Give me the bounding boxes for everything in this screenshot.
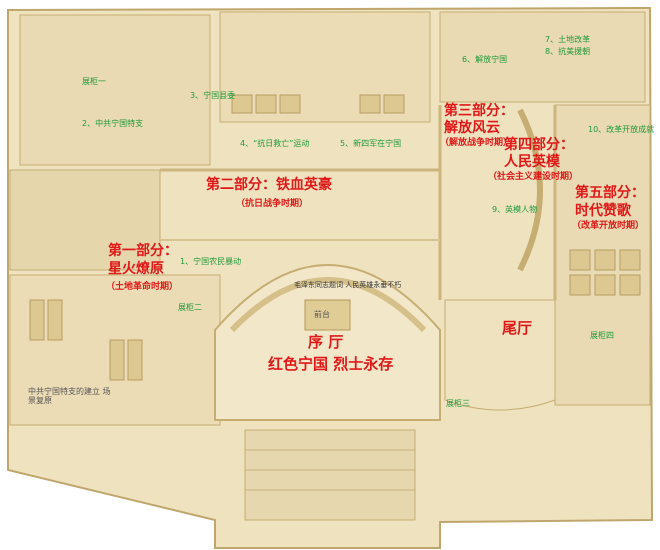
wall-b-label: 展柜二 bbox=[178, 303, 202, 312]
entrance-slogan: 红色宁国 烈士永存 bbox=[268, 355, 394, 373]
item3-label: 3、宁国县委 bbox=[190, 91, 236, 100]
tail-hall-label: 尾厅 bbox=[502, 319, 533, 337]
entrance-hall-shape bbox=[214, 264, 441, 421]
part1-title: 第一部分： bbox=[108, 243, 178, 259]
part1-period: （土地革命时期） bbox=[106, 282, 179, 292]
item9-label: 9、英模人物 bbox=[492, 205, 538, 214]
scene-label: 中共宁国特支的建立 场景复原 bbox=[28, 387, 111, 405]
part4-period: （社会主义建设时期） bbox=[488, 172, 579, 182]
part1-name: 星火燎原 bbox=[108, 261, 164, 277]
part5-name: 时代赞歌 bbox=[575, 203, 631, 219]
room-top-left bbox=[19, 14, 211, 166]
item5-label: 5、新四军在宁国 bbox=[340, 139, 402, 148]
part2-title: 第二部分：铁血英豪 bbox=[206, 177, 332, 193]
entrance-steps bbox=[244, 429, 416, 521]
tail-hall-shape bbox=[444, 299, 556, 411]
item10-label: 10、改革开放成就 bbox=[588, 125, 655, 134]
entrance-hall-label: 序 厅 bbox=[308, 333, 344, 351]
item7-label: 7、土地改革 bbox=[545, 35, 591, 44]
part4-title: 第四部分： bbox=[504, 137, 574, 153]
item8-label: 8、抗美援朝 bbox=[545, 47, 591, 56]
item6-label: 6、解放宁国 bbox=[462, 55, 508, 64]
part3-name: 解放风云 bbox=[444, 120, 500, 136]
item2-label: 2、中共宁国特支 bbox=[82, 119, 144, 128]
wall-a-label: 展柜一 bbox=[82, 77, 106, 86]
entrance-arc bbox=[229, 277, 427, 333]
part3-period: （解放战争时期） bbox=[440, 138, 513, 148]
room-top-right bbox=[439, 11, 646, 103]
part2-period: （抗日战争时期） bbox=[236, 199, 309, 209]
item4-label: 4、“抗日救亡”运动 bbox=[240, 139, 310, 148]
front-desk-shape bbox=[304, 299, 351, 331]
part3-title: 第三部分： bbox=[444, 103, 514, 119]
room-left-middle bbox=[9, 169, 161, 271]
motto-label: 毛泽东同志题词 人民英雄永垂不朽 bbox=[294, 281, 402, 289]
part4-name: 人民英模 bbox=[504, 154, 560, 170]
front-desk-label: 前台 bbox=[314, 310, 330, 319]
wall-c-label: 展柜三 bbox=[446, 399, 470, 408]
part5-period: （改革开放时期） bbox=[572, 221, 645, 231]
item1-label: 1、宁国农民暴动 bbox=[180, 257, 242, 266]
part5-title: 第五部分： bbox=[575, 185, 645, 201]
wall-d-label: 展柜四 bbox=[590, 331, 614, 340]
